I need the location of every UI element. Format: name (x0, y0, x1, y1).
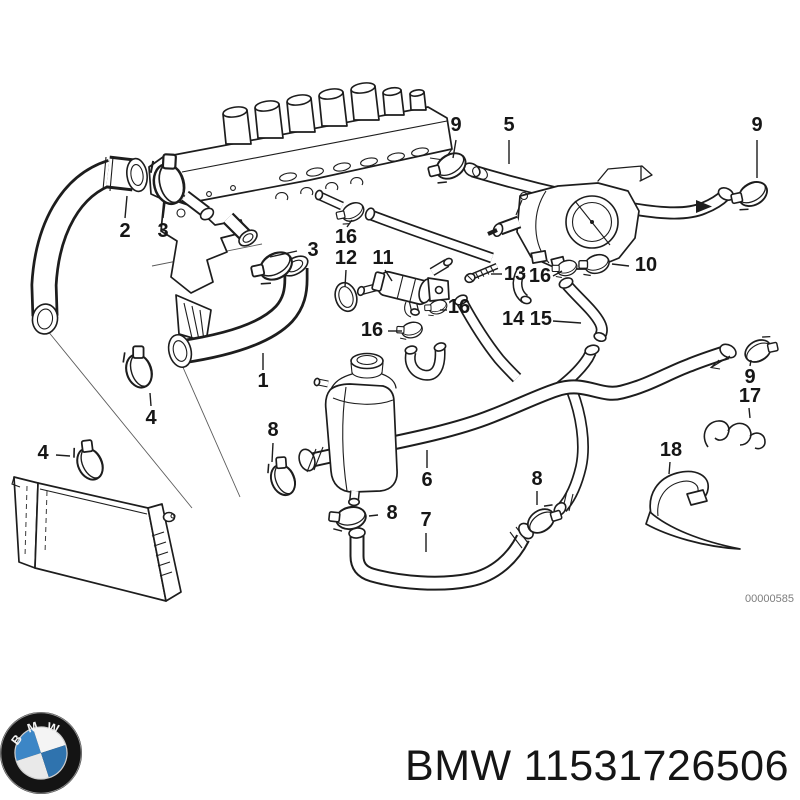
clamp-4a (118, 342, 158, 392)
part-callout-11: 11 (372, 247, 393, 269)
bmw-logo-icon: B M W (0, 712, 82, 794)
clamp-8a (262, 453, 301, 500)
callout-leader-11 (384, 269, 393, 282)
callout-leader-16 (346, 219, 353, 228)
callout-leader-12 (344, 269, 347, 288)
part-callout-16: 16 (361, 319, 383, 341)
part-callout-14-15: 14 15 (502, 308, 552, 330)
part-callout-2: 2 (119, 220, 130, 242)
bolt-13 (464, 263, 499, 284)
part-callout-4: 4 (37, 442, 49, 464)
part-callout-6: 6 (421, 469, 432, 491)
callout-leader-18 (668, 461, 671, 475)
part-callout-12: 12 (335, 247, 357, 269)
engine-port-slots (275, 147, 429, 201)
hose-7-bottom (348, 522, 534, 591)
part-number-value: 11531726506 (524, 742, 789, 790)
clamp-9b (727, 176, 773, 216)
clamp-9c (740, 331, 782, 368)
radiator (11, 476, 182, 602)
part-callout-1: 1 (257, 370, 268, 392)
callout-leader-4 (55, 454, 71, 457)
part-callout-9: 9 (744, 366, 755, 388)
callout-leader-14-15 (552, 320, 582, 324)
part-callout-3: 3 (157, 220, 168, 242)
clamp-4b (67, 435, 109, 485)
part-callout-9: 9 (751, 114, 762, 136)
o-ring-12 (334, 281, 358, 313)
flow-arrow-icon (696, 200, 712, 213)
part-callout-3: 3 (307, 239, 318, 261)
drawing-code: 00000585 (745, 593, 794, 605)
logo-letter-m: M (26, 719, 40, 736)
callout-leader-3 (269, 250, 298, 258)
part-callout-7: 7 (420, 509, 431, 531)
part-callout-16: 16 (448, 296, 470, 318)
part-callout-16: 16 (335, 226, 357, 248)
logo-letter-w: W (45, 720, 61, 737)
callout-leader-17 (748, 407, 751, 419)
brand-text: BMW (405, 742, 512, 790)
hose-small-engine-line (364, 207, 494, 264)
throttle-body (487, 165, 653, 305)
part-callout-13: 13 (504, 263, 526, 285)
part-callout-8: 8 (386, 502, 397, 524)
flow-arrow-icon (709, 355, 731, 370)
callout-leader-2 (124, 195, 128, 219)
callout-leader-3 (162, 201, 166, 219)
part-callout-17: 17 (739, 385, 761, 407)
part-callout-8: 8 (531, 468, 542, 490)
callout-leader-8 (271, 442, 274, 463)
part-callout-8: 8 (267, 419, 278, 441)
callout-leader-8 (368, 514, 379, 517)
hose-6-main (298, 343, 737, 516)
part-callout-10: 10 (635, 254, 657, 276)
part-callout-9: 9 (450, 114, 461, 136)
part-callout-16: 16 (529, 265, 551, 287)
clip-17 (703, 420, 766, 450)
callout-leader-4 (149, 392, 152, 407)
strap-18 (645, 470, 741, 550)
callout-leader-16 (552, 270, 563, 277)
engine-cylinders (222, 82, 427, 145)
part-callout-5: 5 (503, 114, 514, 136)
part-callout-18: 18 (660, 439, 682, 461)
hose-14-15-group (404, 277, 608, 383)
hose-2-radiator-top (30, 155, 148, 335)
callout-leader-9 (452, 139, 457, 159)
expansion-tank (313, 352, 398, 507)
callout-leader-10 (611, 263, 630, 267)
callout-leader-9 (749, 359, 752, 367)
part-callout-4: 4 (145, 407, 157, 429)
